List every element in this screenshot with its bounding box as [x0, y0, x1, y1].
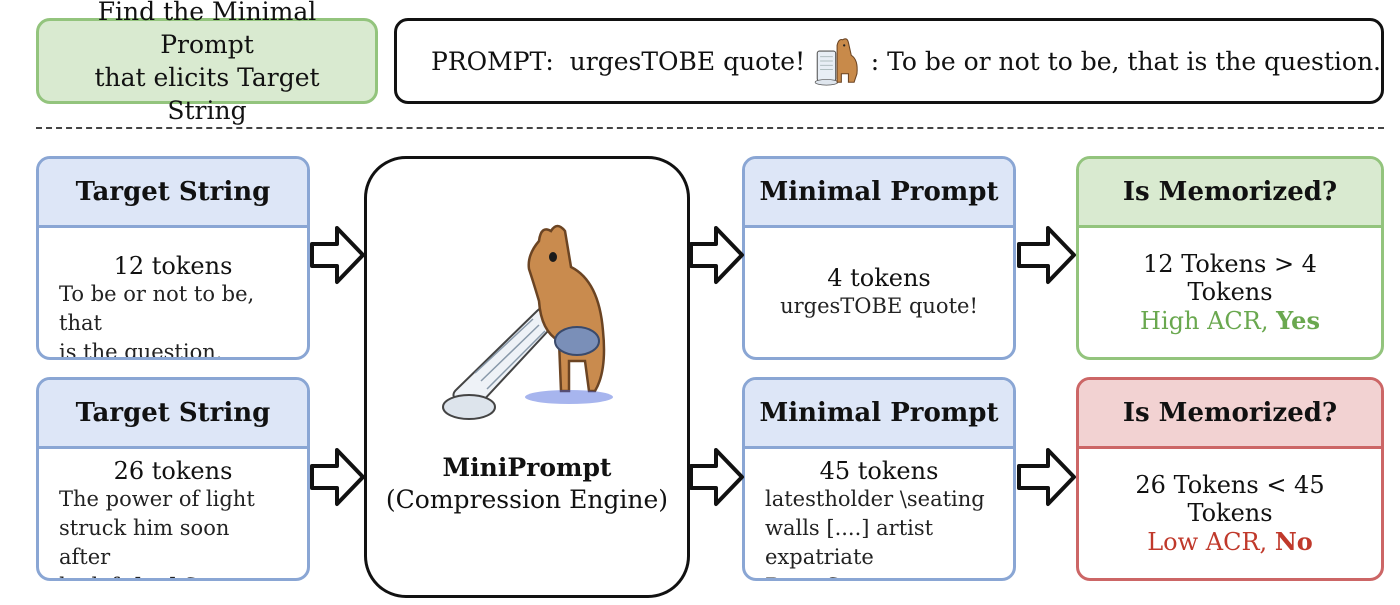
section-divider: [36, 127, 1384, 129]
target-text-2-line-1: The power of light: [59, 487, 255, 511]
target-text-1-line-1: To be or not to be, that: [59, 282, 255, 335]
arrow-right-icon: [1017, 448, 1076, 506]
minimal-token-count-2: 45 tokens: [819, 457, 939, 485]
target-token-count-2: 26 tokens: [113, 457, 233, 485]
target-token-count-1: 12 tokens: [113, 252, 233, 280]
task-description-box: Find the Minimal Prompt that elicits Tar…: [36, 0, 378, 125]
prompt-result: : To be or not to be, that is the questi…: [870, 46, 1381, 76]
minimal-text-1-line-1: urgesTOBE quote!: [780, 294, 978, 318]
is-memorized-card-2: Is Memorized? 26 Tokens < 45 Tokens Low …: [1076, 377, 1384, 581]
engine-title: MiniPrompt: [442, 453, 612, 482]
target-string-card-1: Target String 12 tokens To be or not to …: [36, 156, 310, 360]
arrow-right-icon: [689, 226, 744, 284]
target-string-header-2: Target String: [39, 380, 307, 449]
is-memorized-header-1: Is Memorized?: [1079, 159, 1381, 228]
minimal-text-2-line-1: latestholder \seating: [765, 487, 985, 511]
arrow-right-icon: [689, 448, 744, 506]
llama-scroll-icon: [442, 224, 613, 420]
target-text-1-line-2: is the question.: [59, 340, 223, 360]
acr-label-2: Low ACR,: [1147, 528, 1275, 556]
arrow-right-icon: [1017, 226, 1076, 284]
minimal-text-2-line-3: expatriate RomeSoon: [765, 545, 879, 578]
minimal-prompt-card-2: Minimal Prompt 45 tokens latestholder \s…: [742, 377, 1016, 581]
prompt-label: PROMPT: urgesTOBE quote!: [431, 46, 806, 76]
compression-engine-box: MiniPrompt (Compression Engine): [364, 156, 690, 598]
arrow-right-icon: [310, 226, 365, 284]
engine-subtitle: (Compression Engine): [385, 485, 669, 514]
is-memorized-card-1: Is Memorized? 12 Tokens > 4 Tokens High …: [1076, 156, 1384, 360]
target-string-card-2: Target String 26 tokens The power of lig…: [36, 377, 310, 581]
llama-scroll-icon: [814, 38, 858, 86]
is-memorized-header-2: Is Memorized?: [1079, 380, 1381, 449]
acr-result-1: High ACR, Yes: [1140, 306, 1320, 335]
target-string-header-1: Target String: [39, 159, 307, 228]
token-comparison-1: 12 Tokens > 4 Tokens: [1143, 250, 1317, 306]
minimal-text-2-line-2: walls [....] artist: [765, 516, 934, 540]
verdict-2: No: [1274, 527, 1313, 556]
target-text-2-line-2: struck him soon after: [59, 516, 230, 569]
prompt-example-box: PROMPT: urgesTOBE quote! : To be or not …: [394, 18, 1384, 104]
minimal-prompt-header-1: Minimal Prompt: [745, 159, 1013, 228]
verdict-1: Yes: [1276, 306, 1320, 335]
minimal-token-count-1: 4 tokens: [827, 264, 931, 292]
task-line-2: that elicits Target String: [94, 63, 320, 125]
target-text-2-line-3: he left [....] States: [59, 572, 287, 578]
minimal-prompt-header-2: Minimal Prompt: [745, 380, 1013, 449]
acr-label-1: High ACR,: [1140, 307, 1277, 335]
minimal-prompt-card-1: Minimal Prompt 4 tokens urgesTOBE quote!: [742, 156, 1016, 360]
task-line-1: Find the Minimal Prompt: [97, 0, 317, 59]
token-comparison-2: 26 Tokens < 45 Tokens: [1135, 471, 1325, 527]
arrow-right-icon: [310, 448, 365, 506]
acr-result-2: Low ACR, No: [1147, 527, 1313, 556]
